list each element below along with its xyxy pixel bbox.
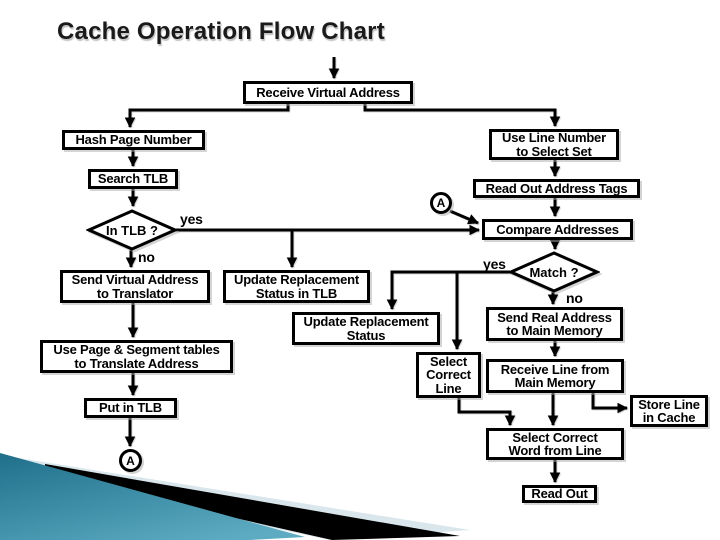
node-match-decision: Match ? xyxy=(508,251,600,293)
node-hash-page-number: Hash Page Number xyxy=(62,130,205,150)
edge-receive-line-to-store-line xyxy=(591,393,629,414)
node-read-out-address-tags: Read Out Address Tags xyxy=(473,179,640,198)
node-receive-virtual-address: Receive Virtual Address xyxy=(243,81,413,104)
node-in-tlb-decision: In TLB ? xyxy=(86,209,178,251)
connector-a-bottom: A xyxy=(119,449,142,472)
node-put-in-tlb: Put in TLB xyxy=(84,398,177,418)
swoosh-teal-wedge xyxy=(0,453,305,540)
corner-swoosh-decoration xyxy=(0,453,470,540)
node-use-line-number: Use Line Number to Select Set xyxy=(489,129,619,160)
diamond-shape xyxy=(86,209,178,251)
label-match-no: no xyxy=(566,290,583,306)
node-use-page-segment-tables: Use Page & Segment tables to Translate A… xyxy=(40,340,233,373)
node-update-replacement-status: Update Replacement Status xyxy=(292,312,440,345)
edge-connector-a-to-compare xyxy=(449,209,479,225)
edge-receive-to-use-line xyxy=(363,104,561,128)
node-select-correct-line: Select Correct Line xyxy=(416,352,481,398)
label-in-tlb-yes: yes xyxy=(180,211,203,227)
node-search-tlb: Search TLB xyxy=(88,169,178,189)
node-compare-addresses: Compare Addresses xyxy=(482,219,633,240)
connector-a-top: A xyxy=(430,192,452,214)
edge-match-yes-to-update-status xyxy=(386,270,510,311)
page-title: Cache Operation Flow Chart xyxy=(57,18,385,45)
node-store-line-in-cache: Store Line in Cache xyxy=(630,395,708,427)
node-select-correct-word: Select Correct Word from Line xyxy=(486,428,624,460)
diamond-label: Match ? xyxy=(529,264,579,280)
node-receive-line-from-main-memory: Receive Line from Main Memory xyxy=(486,359,624,393)
label-match-yes: yes xyxy=(483,256,506,272)
node-send-virtual-address: Send Virtual Address to Translator xyxy=(60,270,210,303)
edge-receive-to-hash xyxy=(124,104,290,129)
label-in-tlb-no: no xyxy=(138,249,155,265)
node-update-replacement-status-tlb: Update Replacement Status in TLB xyxy=(223,270,370,303)
diamond-shape xyxy=(508,251,600,293)
swoosh-black-wedge xyxy=(45,464,460,540)
edge-select-line-to-select-word xyxy=(457,398,516,427)
node-send-real-address: Send Real Address to Main Memory xyxy=(486,307,623,341)
node-read-out: Read Out xyxy=(522,485,597,503)
diamond-label: In TLB ? xyxy=(106,222,158,238)
